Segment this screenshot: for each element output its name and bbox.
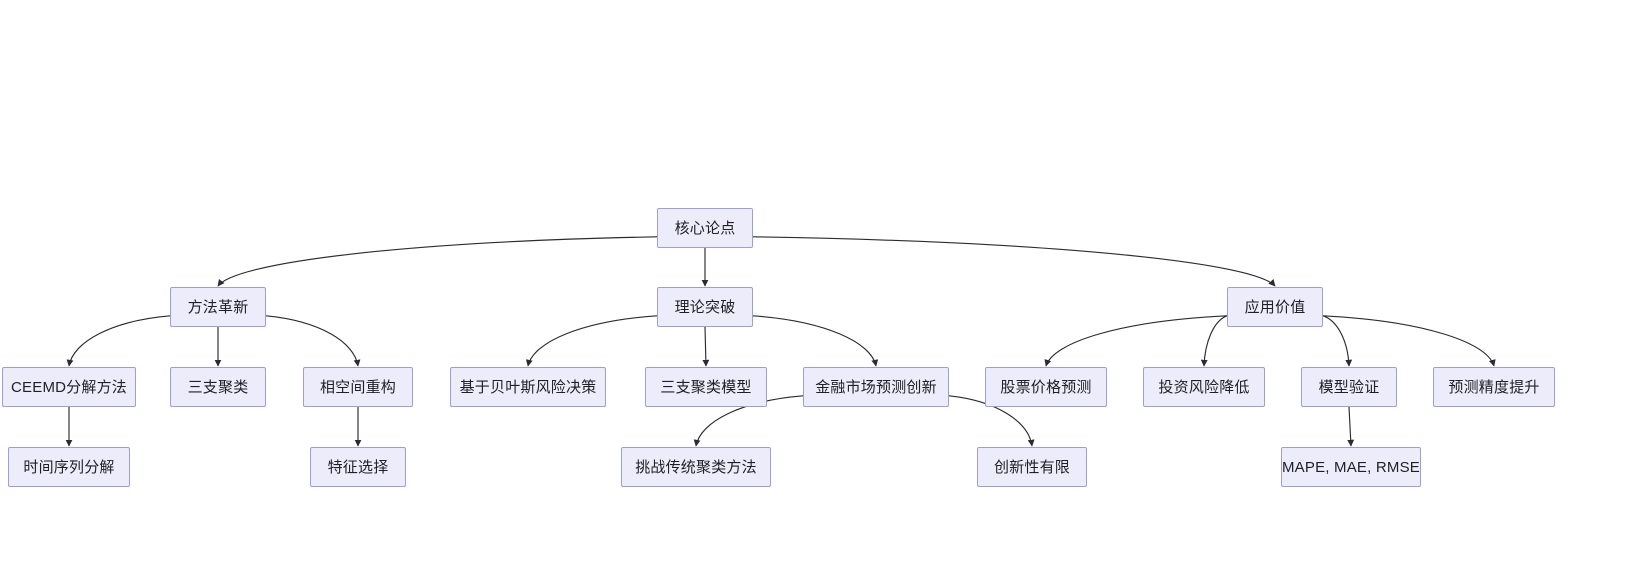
edges-group bbox=[65, 236, 1496, 447]
node-l2g[interactable]: 股票价格预测 bbox=[985, 367, 1107, 407]
node-label: MAPE, MAE, RMSE bbox=[1281, 458, 1421, 476]
node-label: 核心论点 bbox=[674, 219, 736, 237]
node-label: 方法革新 bbox=[187, 298, 249, 316]
node-l1a[interactable]: 方法革新 bbox=[170, 287, 266, 327]
node-l2d[interactable]: 基于贝叶斯风险决策 bbox=[450, 367, 606, 407]
node-label: 三支聚类模型 bbox=[660, 378, 752, 396]
node-l3b[interactable]: 特征选择 bbox=[310, 447, 406, 487]
node-l2f[interactable]: 金融市场预测创新 bbox=[803, 367, 949, 407]
node-label: 创新性有限 bbox=[993, 458, 1070, 476]
node-label: 预测精度提升 bbox=[1448, 378, 1540, 396]
edge-l1c-to-l2j bbox=[1322, 315, 1496, 367]
edge-l1b-to-l2d bbox=[525, 315, 658, 367]
node-label: 三支聚类 bbox=[187, 378, 249, 396]
node-label: 投资风险降低 bbox=[1158, 378, 1250, 396]
node-label: 应用价值 bbox=[1244, 298, 1306, 316]
node-label: 股票价格预测 bbox=[1000, 378, 1092, 396]
node-label: CEEMD分解方法 bbox=[11, 378, 127, 396]
node-label: 基于贝叶斯风险决策 bbox=[459, 378, 597, 396]
node-l2e[interactable]: 三支聚类模型 bbox=[645, 367, 767, 407]
node-label: 特征选择 bbox=[327, 458, 389, 476]
node-label: 理论突破 bbox=[674, 298, 736, 316]
edge-l2i-to-l3e bbox=[1347, 406, 1355, 447]
edge-l1b-to-l2f bbox=[752, 315, 879, 367]
edge-l1a-to-l2c bbox=[265, 315, 361, 367]
edge-l1b-to-l2e bbox=[702, 326, 710, 367]
node-root[interactable]: 核心论点 bbox=[657, 208, 753, 248]
node-l1b[interactable]: 理论突破 bbox=[657, 287, 753, 327]
node-l3e[interactable]: MAPE, MAE, RMSE bbox=[1281, 447, 1421, 487]
node-l1c[interactable]: 应用价值 bbox=[1227, 287, 1323, 327]
edge-root-to-l1a bbox=[217, 236, 658, 287]
edge-l1c-to-l2h bbox=[1200, 315, 1228, 367]
edge-l1c-to-l2i bbox=[1322, 315, 1353, 367]
node-l2j[interactable]: 预测精度提升 bbox=[1433, 367, 1555, 407]
edge-root-to-l1c bbox=[752, 236, 1276, 287]
node-l2h[interactable]: 投资风险降低 bbox=[1143, 367, 1265, 407]
node-label: 时间序列分解 bbox=[23, 458, 115, 476]
node-label: 金融市场预测创新 bbox=[815, 378, 937, 396]
edge-l1a-to-l2a bbox=[66, 315, 171, 367]
node-l2b[interactable]: 三支聚类 bbox=[170, 367, 266, 407]
node-l3d[interactable]: 创新性有限 bbox=[977, 447, 1087, 487]
node-l2i[interactable]: 模型验证 bbox=[1301, 367, 1397, 407]
node-l2c[interactable]: 相空间重构 bbox=[303, 367, 413, 407]
node-label: 模型验证 bbox=[1318, 378, 1380, 396]
node-l2a[interactable]: CEEMD分解方法 bbox=[2, 367, 136, 407]
node-l3c[interactable]: 挑战传统聚类方法 bbox=[621, 447, 771, 487]
node-label: 挑战传统聚类方法 bbox=[635, 458, 757, 476]
node-l3a[interactable]: 时间序列分解 bbox=[8, 447, 130, 487]
edge-l1c-to-l2g bbox=[1044, 315, 1228, 367]
node-label: 相空间重构 bbox=[319, 378, 396, 396]
